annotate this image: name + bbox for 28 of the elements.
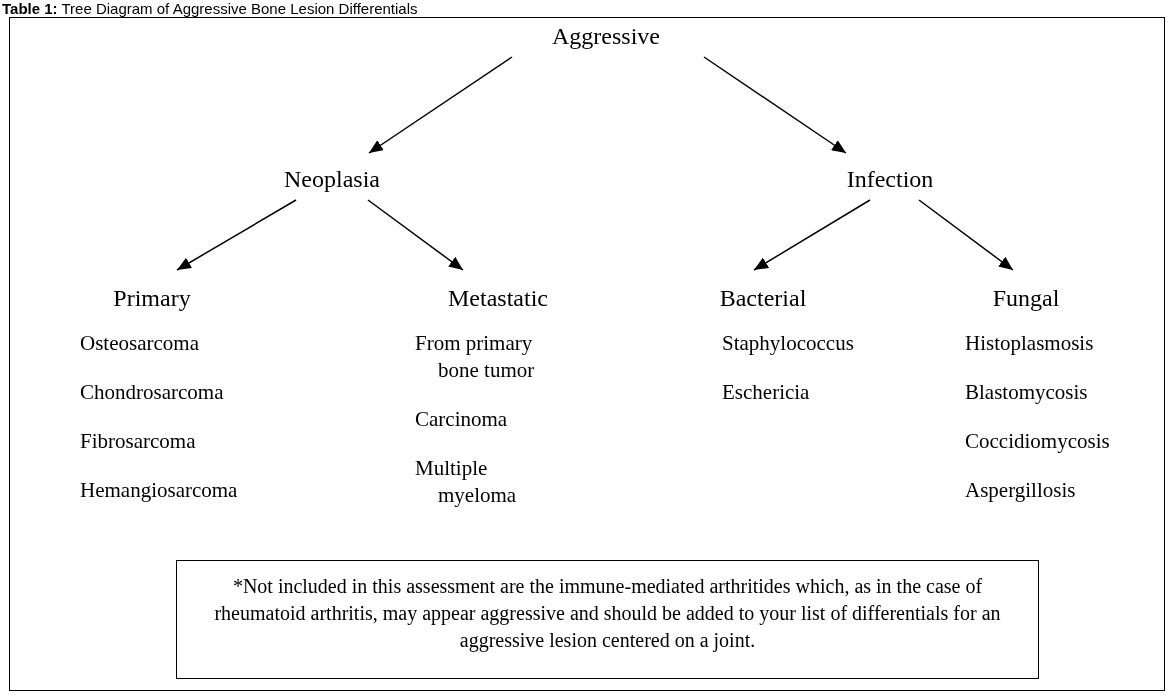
category-label: Infection (845, 165, 935, 193)
list-item: Multiple myeloma (415, 455, 518, 509)
list-item: Chondrosarcoma (80, 379, 225, 406)
list-item: Fibrosarcoma (80, 428, 197, 455)
list-item: Coccidiomycosis (965, 428, 1111, 455)
note-box: *Not included in this assessment are the immune-mediated arthritides which, as in the case of rheumatoid arthritis, may appear aggressive and should be added to your list of differentials for an aggressive lesion centered on a joint. (176, 560, 1039, 679)
arrow (703, 56, 847, 154)
list-item: Staphylococcus (722, 330, 855, 357)
category-label: Aggressive (551, 22, 661, 50)
arrow (368, 56, 513, 154)
list-item: Histoplasmosis (965, 330, 1095, 357)
list-item: Eschericia (722, 379, 811, 406)
category-label: Metastatic (447, 284, 549, 312)
list-item: Aspergillosis (965, 477, 1077, 504)
arrow (176, 199, 297, 271)
arrow (753, 199, 871, 271)
category-label: Primary (112, 284, 192, 312)
list-item: Hemangiosarcoma (80, 477, 239, 504)
list-item: Carcinoma (415, 406, 509, 433)
category-label: Neoplasia (283, 165, 381, 193)
list-item: Blastomycosis (965, 379, 1089, 406)
list-item: Osteosarcoma (80, 330, 200, 357)
category-label: Fungal (991, 284, 1061, 312)
category-label: Bacterial (718, 284, 808, 312)
arrow (367, 199, 464, 271)
arrow (918, 199, 1014, 271)
list-item: From primary bone tumor (415, 330, 536, 384)
table-title: Table 1: Tree Diagram of Aggressive Bone Lesion Differentials (2, 0, 418, 17)
